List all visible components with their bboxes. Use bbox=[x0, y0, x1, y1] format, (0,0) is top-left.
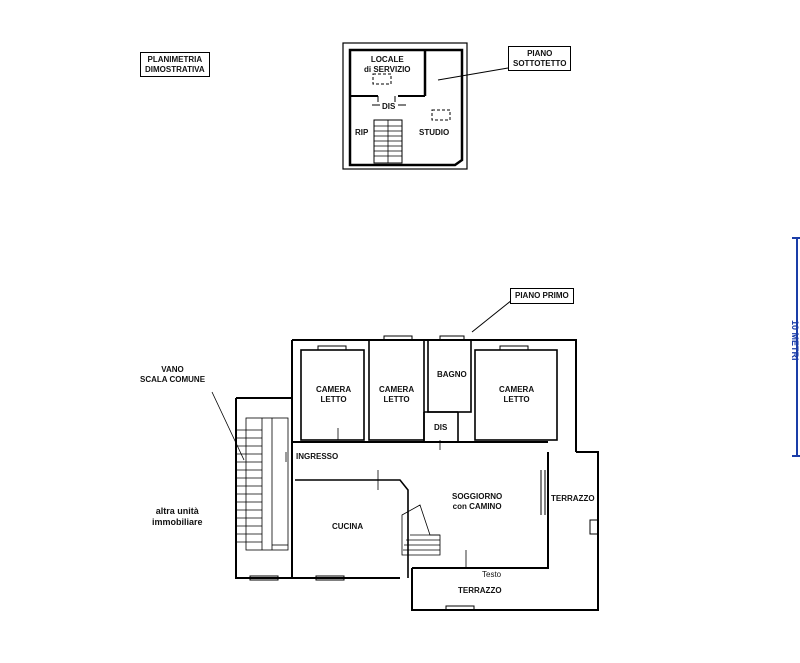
label-floor-dis: DIS bbox=[434, 423, 448, 432]
label-terrazzo-bottom: TERRAZZO bbox=[458, 586, 502, 595]
attic-plan bbox=[342, 42, 509, 170]
label-camera-letto-3: CAMERA LETTO bbox=[499, 385, 535, 404]
scale-bar bbox=[792, 237, 800, 457]
label-altra-unita: altra unità immobiliare bbox=[152, 506, 203, 527]
label-soggiorno: SOGGIORNO con CAMINO bbox=[452, 492, 503, 511]
label-ingresso: INGRESSO bbox=[296, 452, 339, 461]
label-cucina: CUCINA bbox=[332, 522, 364, 531]
label-testo: Testo bbox=[482, 570, 502, 579]
label-terrazzo-right: TERRAZZO bbox=[551, 494, 595, 503]
label-camera-letto-1: CAMERA LETTO bbox=[316, 385, 352, 404]
title-piano-primo: PIANO PRIMO bbox=[510, 288, 574, 304]
label-attic-dis: DIS bbox=[382, 102, 396, 111]
scale-label: 10 METRI bbox=[790, 319, 800, 361]
label-vano-scala: VANO SCALA COMUNE bbox=[140, 365, 206, 384]
label-camera-letto-2: CAMERA LETTO bbox=[379, 385, 415, 404]
label-rip: RIP bbox=[355, 128, 369, 137]
label-studio: STUDIO bbox=[419, 128, 450, 137]
title-piano-sottotetto: PIANO SOTTOTETTO bbox=[508, 46, 572, 72]
label-bagno: BAGNO bbox=[437, 370, 467, 379]
title-planimetria: PLANIMETRIA DIMOSTRATIVA bbox=[140, 52, 210, 78]
first-floor-plan bbox=[235, 339, 599, 611]
label-locale-servizio: LOCALE di SERVIZIO bbox=[364, 55, 411, 74]
